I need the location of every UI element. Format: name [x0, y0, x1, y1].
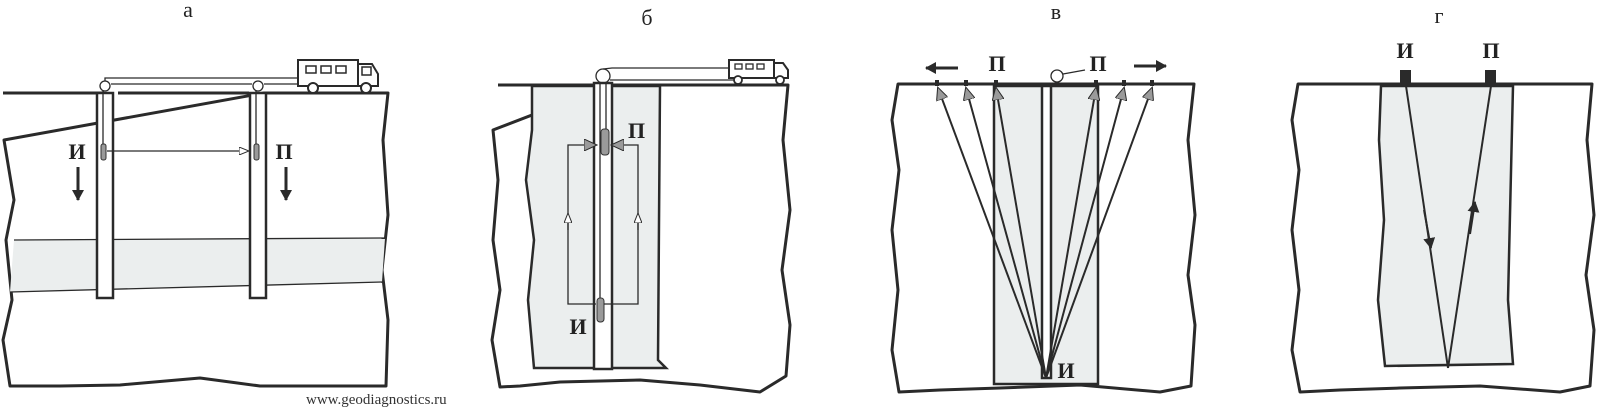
panel-d-up-arrow — [1467, 201, 1480, 235]
panel-c-rays — [938, 88, 1152, 379]
panel-a-source-probe — [100, 143, 107, 161]
panel-c-mark-receiver-right: П — [1089, 51, 1106, 76]
panel-a-mark-source: И — [68, 139, 85, 164]
panel-a-receiver-well — [248, 91, 268, 300]
panel-a-pulley-2 — [252, 80, 264, 92]
panel-d-mark-receiver: П — [1482, 38, 1499, 63]
panel-b-mark-receiver: П — [628, 118, 645, 143]
watermark: www.geodiagnostics.ru — [306, 392, 447, 408]
panel-d-source-marker — [1400, 70, 1411, 84]
panel-b-pulley — [595, 68, 611, 84]
panel-a-mark-receiver: П — [275, 139, 292, 164]
panel-d-mark-source: И — [1396, 38, 1413, 63]
panel-a-receiver-probe — [253, 143, 260, 161]
panel-a: а И П www. — [1, 0, 447, 408]
panel-c-mark-receiver-left: П — [988, 51, 1005, 76]
panel-b-label: б — [641, 5, 652, 30]
panel-c-well — [1040, 84, 1053, 380]
panel-c: в П П И — [890, 0, 1197, 394]
panel-d-ray-up — [1447, 85, 1492, 369]
panel-b-truck-icon — [728, 59, 789, 85]
panel-b-source-probe — [596, 297, 605, 323]
panel-a-pulley-1 — [99, 80, 111, 92]
panel-c-label: в — [1051, 0, 1061, 24]
panel-b-receiver-probe — [600, 128, 610, 156]
panel-d-label: г — [1434, 3, 1443, 28]
panel-c-pulley — [1050, 69, 1064, 83]
panel-a-label: а — [183, 0, 193, 22]
panel-d-down-arrow — [1423, 209, 1436, 249]
panel-c-mark-source: И — [1057, 358, 1074, 383]
panel-a-truck-icon — [297, 59, 379, 94]
panel-b-well — [592, 81, 614, 371]
panel-b: б П И — [490, 5, 792, 394]
panel-c-receivers — [935, 80, 1154, 86]
panel-d-zone — [1376, 84, 1515, 368]
panel-a-source-well — [95, 91, 115, 300]
panel-b-mark-source: И — [569, 314, 586, 339]
panel-d: г И П — [1290, 3, 1596, 394]
panel-d-receiver-marker — [1485, 70, 1496, 84]
